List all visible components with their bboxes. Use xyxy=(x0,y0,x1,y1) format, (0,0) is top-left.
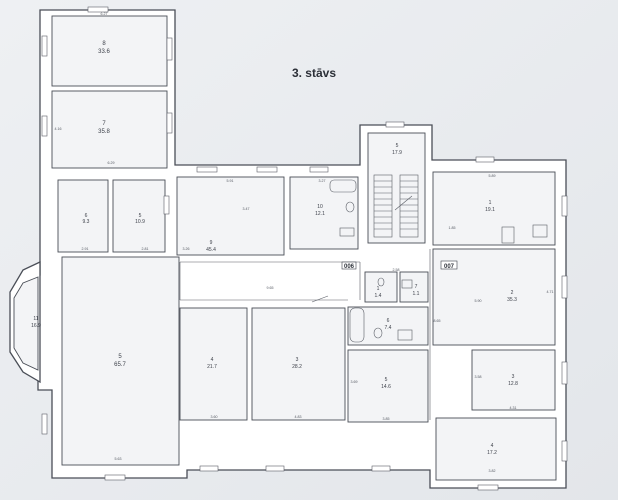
room-area: 16.9 xyxy=(31,323,41,329)
room-area: 21.7 xyxy=(207,364,217,370)
room-area: 33.6 xyxy=(98,49,110,55)
windows xyxy=(41,6,568,491)
room-11 xyxy=(13,276,39,371)
dimension: 4.31 xyxy=(510,406,517,410)
room-number: 6 xyxy=(387,318,390,324)
room-number: 5 xyxy=(396,143,399,149)
room-area: 65.7 xyxy=(114,362,126,368)
fixtures xyxy=(311,179,548,343)
room-7 xyxy=(51,90,168,169)
room-number: 6 xyxy=(85,213,88,219)
floor-title: 3. stāvs xyxy=(292,66,336,80)
room-area: 17.9 xyxy=(392,150,402,156)
dimension: 3.82 xyxy=(489,469,496,473)
dimension: 3.26 xyxy=(183,247,190,251)
dimension-labels: 6.27 4.16 6.29 5.91 3.27 3.47 9.65 5.89 … xyxy=(55,12,554,473)
room-8 xyxy=(51,15,168,87)
room-area: 12.8 xyxy=(508,381,518,387)
room-number: 1 xyxy=(489,200,492,206)
room-7-small xyxy=(399,271,429,303)
dimension: 3.85 xyxy=(383,417,390,421)
room-number: 2 xyxy=(511,290,514,296)
dimension: 5.89 xyxy=(489,174,496,178)
room-number: 5 xyxy=(139,213,142,219)
dimension: 3.27 xyxy=(319,179,326,183)
room-3b xyxy=(471,349,556,411)
room-5 xyxy=(61,256,180,466)
room-number: 4 xyxy=(211,357,214,363)
dimension: 3.69 xyxy=(351,380,358,384)
room-area: 17.2 xyxy=(487,450,497,456)
room-4 xyxy=(179,307,248,421)
room-area: 35.3 xyxy=(507,297,517,303)
room-5a xyxy=(112,179,166,253)
room-number: 3 xyxy=(512,374,515,380)
dimension: 6.27 xyxy=(101,12,108,16)
room-number: 11 xyxy=(33,316,38,322)
room-number: 8 xyxy=(102,41,106,47)
dimension: 4.71 xyxy=(547,290,554,294)
room-6-small xyxy=(347,306,429,346)
room-tag-007: 007 xyxy=(444,264,455,270)
room-number: 9 xyxy=(210,240,213,246)
dimension: 3.58 xyxy=(475,375,482,379)
room-number: 1 xyxy=(377,286,380,292)
room-area: 12.1 xyxy=(315,211,325,217)
rooms xyxy=(13,15,557,481)
room-9 xyxy=(176,176,285,256)
dimension: 2.91 xyxy=(82,247,89,251)
room-1 xyxy=(432,171,556,246)
room-number: 7 xyxy=(415,284,418,290)
room-1-small xyxy=(364,271,398,303)
room-number: 7 xyxy=(102,121,106,127)
room-area: 7.4 xyxy=(385,325,392,331)
room-area: 9.3 xyxy=(83,219,90,225)
room-number: 5 xyxy=(385,377,388,383)
room-area: 19.1 xyxy=(485,207,495,213)
corridor xyxy=(179,249,431,420)
dimension: 3.47 xyxy=(243,207,250,211)
tag-box-006 xyxy=(341,261,357,270)
dimension: 4.83 xyxy=(295,415,302,419)
dimension: 8.65 xyxy=(434,319,441,323)
room-area: 1.4 xyxy=(375,293,382,299)
room-area: 35.8 xyxy=(98,129,110,135)
dimension: 6.29 xyxy=(108,161,115,165)
room-4b xyxy=(435,417,557,481)
room-10 xyxy=(289,176,359,250)
room-number: 4 xyxy=(491,443,494,449)
dimension: 1.85 xyxy=(449,226,456,230)
room-area: 10.9 xyxy=(135,219,145,225)
dimension: 5.90 xyxy=(475,299,482,303)
room-area: 45.4 xyxy=(206,247,216,253)
room-area: 28.2 xyxy=(292,364,302,370)
staircase xyxy=(373,174,419,238)
room-tag-006: 006 xyxy=(344,264,355,270)
tag-box-007 xyxy=(440,260,458,270)
room-6 xyxy=(57,179,109,253)
room-area: 1.1 xyxy=(413,291,420,297)
dimension: 5.63 xyxy=(115,457,122,461)
room-5b xyxy=(347,349,429,423)
room-number: 10 xyxy=(317,204,323,210)
dimension: 2.81 xyxy=(142,247,149,251)
dimension: 4.16 xyxy=(55,127,62,131)
room-number: 3 xyxy=(296,357,299,363)
room-number: 5 xyxy=(118,354,122,360)
dimension: 3.60 xyxy=(211,415,218,419)
room-area: 14.6 xyxy=(381,384,391,390)
room-stair xyxy=(367,132,426,244)
dimension: 5.91 xyxy=(227,179,234,183)
room-labels: 8 33.6 7 35.8 6 9.3 5 10.9 9 45.4 10 12.… xyxy=(31,41,518,456)
dimension: 9.65 xyxy=(267,286,274,290)
room-3 xyxy=(251,307,346,421)
dimension: 2.58 xyxy=(393,268,400,272)
